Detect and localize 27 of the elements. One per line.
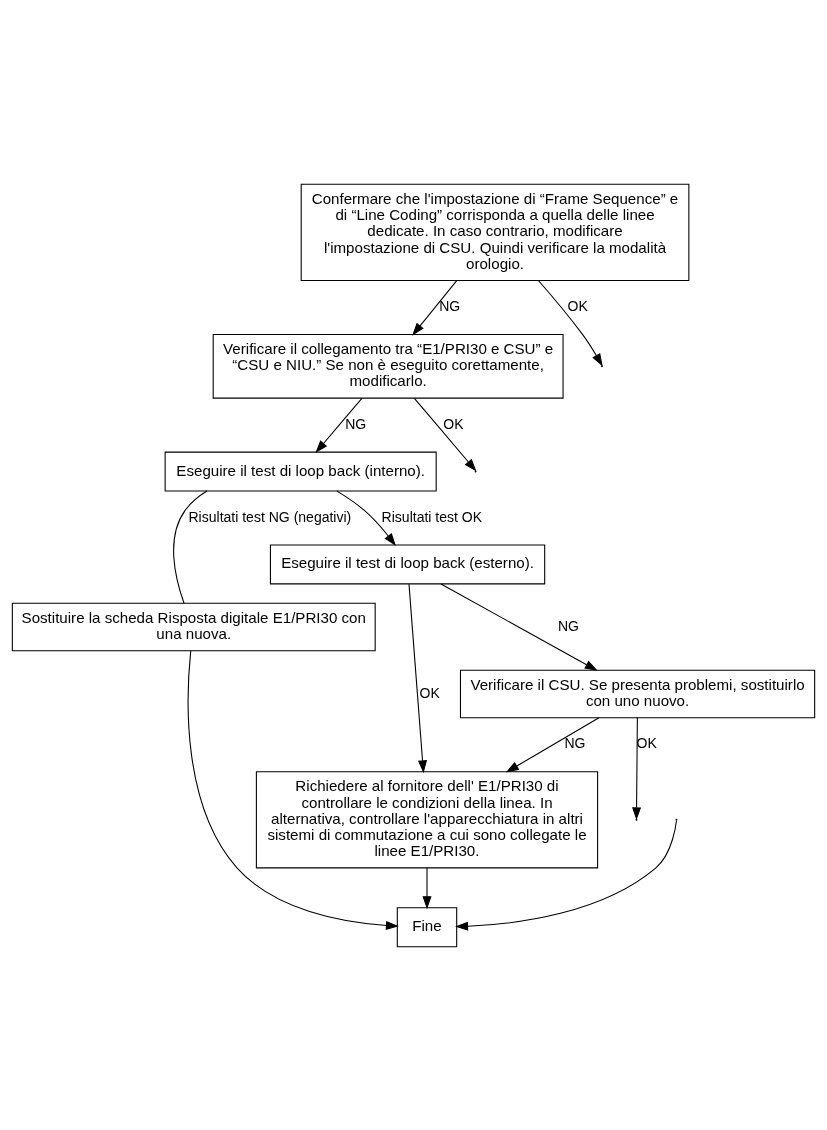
connector bbox=[173, 489, 208, 604]
edge-label: NG bbox=[557, 617, 579, 634]
edge-label: Risultati test OK bbox=[381, 508, 483, 525]
edge-label: OK bbox=[419, 684, 440, 701]
arrow bbox=[187, 649, 399, 930]
arrow bbox=[408, 583, 428, 773]
edge-label: Risultati test NG (negativi) bbox=[188, 508, 352, 525]
node-box: Richiedere al fornitore dell' E1/PRI30 di controllare le condizioni della linea. In alternativa, controllare l'apparecchiatura in altri sistemi di commutazione a cui sono collegate le linee E1/PRI30. bbox=[255, 770, 599, 868]
node-box: Fine bbox=[396, 906, 458, 947]
arrow bbox=[422, 866, 432, 909]
arrow bbox=[505, 716, 600, 772]
node-box: Eseguire il test di loop back (interno). bbox=[164, 451, 437, 492]
arrow bbox=[440, 583, 598, 671]
node-box: Verificare il CSU. Se presenta problemi, sostituirlo con uno nuovo. bbox=[459, 669, 816, 718]
node-box: Eseguire il test di loop back (esterno). bbox=[269, 543, 546, 584]
edge-label: OK bbox=[567, 297, 588, 314]
node-box: Confermare che l'impostazione di “Frame Sequence” e di “Line Coding” corrisponda a quella delle linee dedicate. In caso contrario, modificare l'impostazione di CSU. Quindi verificare la modalità orologio. bbox=[300, 183, 690, 281]
node-box: Sostituire la scheda Risposta digitale E1/PRI30 con una nuova. bbox=[11, 602, 376, 651]
arrow bbox=[336, 490, 396, 546]
edge-label: NG bbox=[345, 415, 367, 432]
arrow bbox=[412, 279, 458, 336]
node-box: Verificare il collegamento tra “E1/PRI30 e CSU” e “CSU e NIU.” Se non è eseguito corettamente, modificarlo. bbox=[212, 333, 564, 399]
arrow bbox=[413, 397, 477, 472]
arrow bbox=[315, 397, 363, 453]
edge-label: OK bbox=[443, 415, 464, 432]
edge-label: NG bbox=[439, 297, 461, 314]
edge-label: NG bbox=[564, 734, 586, 751]
